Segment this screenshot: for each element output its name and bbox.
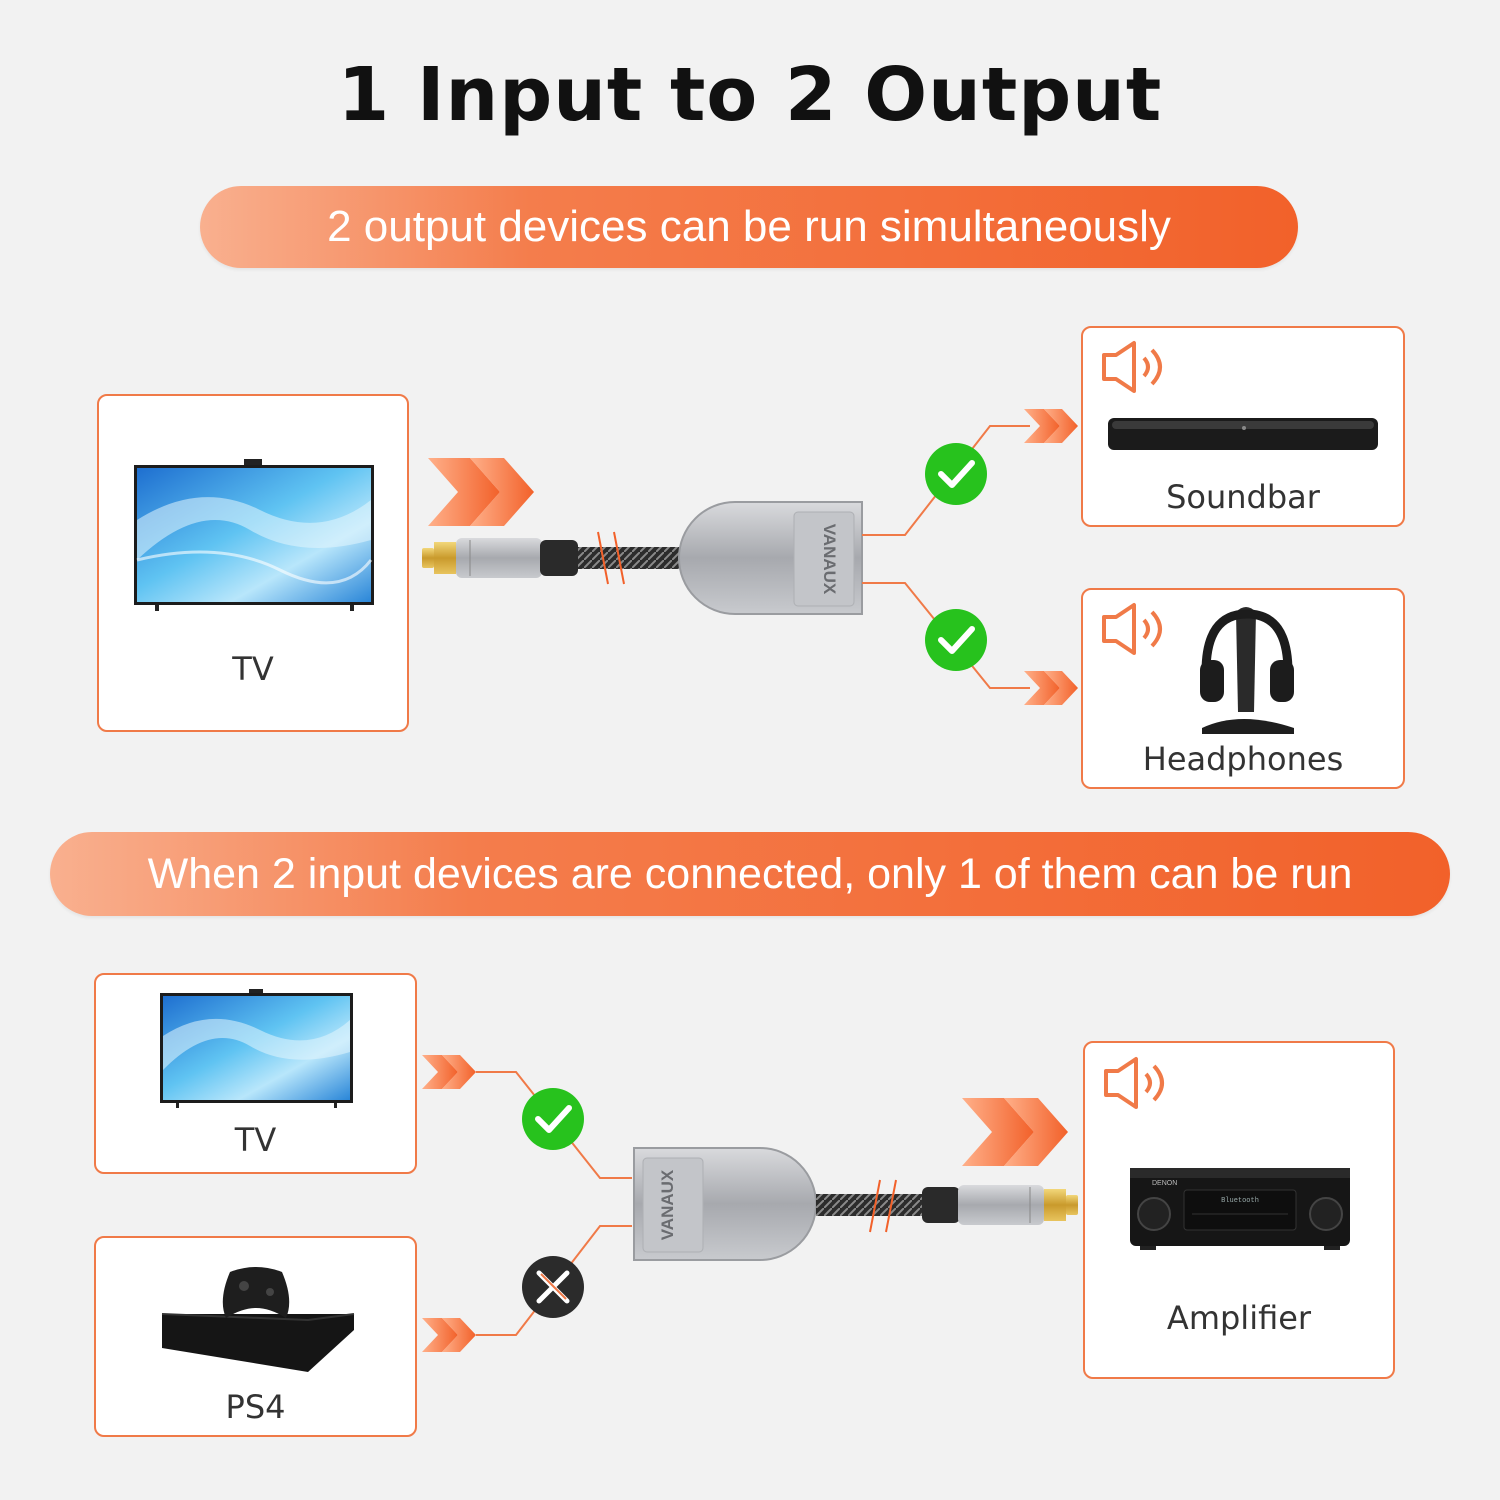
speaker-icon	[1102, 603, 1162, 655]
page-title: 1 Input to 2 Output	[337, 52, 1163, 138]
small-arrow-icon	[422, 1318, 476, 1352]
small-arrow-icon	[1024, 671, 1078, 705]
splitter-icon: VANAUX	[678, 501, 863, 615]
banner-single-input: When 2 input devices are connected, only…	[50, 832, 1450, 916]
card-label-soundbar: Soundbar	[1166, 478, 1320, 516]
soundbar-icon	[1108, 418, 1378, 450]
card-label-tv: TV	[232, 650, 274, 688]
optical-cable-icon	[422, 531, 688, 585]
small-arrow-icon	[422, 1055, 476, 1089]
speaker-icon	[1102, 341, 1162, 393]
small-arrow-icon	[1024, 409, 1078, 443]
check-icon	[522, 1088, 584, 1150]
console-icon	[161, 1267, 355, 1372]
splitter-icon: VANAUX	[633, 1147, 817, 1261]
banner-simultaneous: 2 output devices can be run simultaneous…	[200, 186, 1298, 268]
card-label-ps4: PS4	[225, 1388, 286, 1426]
speaker-icon	[1104, 1057, 1164, 1109]
amplifier-icon: DENON Bluetooth	[1130, 1168, 1350, 1250]
amplifier-brand-text: DENON	[1152, 1180, 1177, 1187]
signal-arrow-icon	[428, 458, 534, 526]
headphones-icon	[1200, 607, 1294, 734]
tv-icon	[160, 989, 353, 1108]
card-label-tv-2: TV	[234, 1121, 277, 1159]
splitter-brand-2: VANAUX	[658, 1169, 677, 1240]
splitter-brand: VANAUX	[820, 524, 839, 595]
optical-cable-icon	[816, 1179, 1078, 1233]
signal-arrow-icon	[962, 1098, 1068, 1166]
blocked-icon	[522, 1256, 584, 1318]
amplifier-display-text: Bluetooth	[1221, 1197, 1259, 1205]
card-label-amplifier: Amplifier	[1166, 1299, 1312, 1337]
check-icon	[925, 443, 987, 505]
tv-icon	[134, 459, 374, 611]
card-label-headphones: Headphones	[1142, 740, 1344, 778]
check-icon	[925, 609, 987, 671]
